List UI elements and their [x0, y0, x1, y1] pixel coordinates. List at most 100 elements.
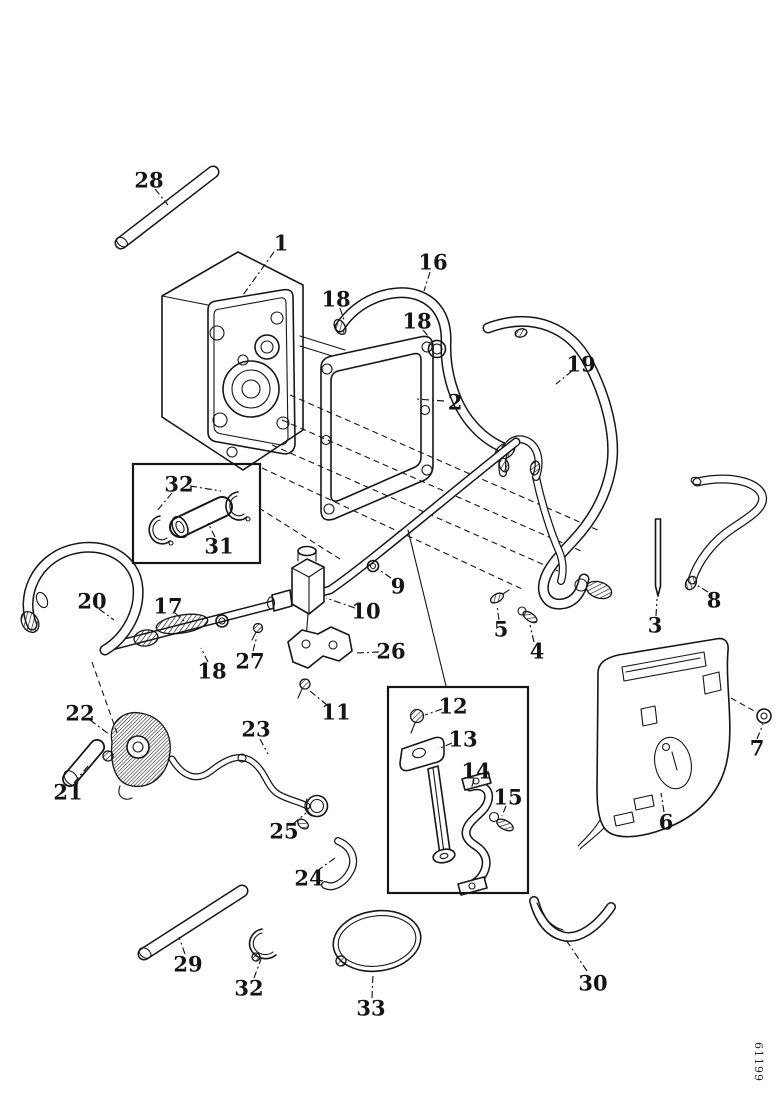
hose-19-art — [482, 316, 619, 610]
leader-line-2 — [415, 398, 445, 402]
callout-10: 10 — [351, 599, 380, 624]
hose-16-art — [333, 287, 510, 454]
leader-line-33 — [371, 973, 374, 999]
callout-9: 9 — [391, 574, 406, 599]
valve-art — [266, 545, 325, 641]
leader-line-26 — [355, 651, 380, 654]
leader-line-31 — [207, 522, 216, 538]
leader-line-18 — [200, 647, 209, 663]
inset-2-pointer-line — [407, 529, 447, 687]
leader-line-8 — [694, 583, 709, 593]
callout-26: 26 — [376, 639, 405, 664]
callout-5: 5 — [494, 617, 509, 642]
inset-boxes — [131, 462, 530, 895]
callout-17: 17 — [153, 594, 182, 619]
callout-12: 12 — [438, 694, 467, 719]
leader-line-10 — [325, 597, 356, 609]
callout-3: 3 — [648, 613, 663, 638]
tube-29-art — [137, 884, 249, 961]
callout-2: 2 — [448, 390, 463, 415]
leader-line-11 — [309, 690, 328, 706]
leader-line-32 — [155, 492, 173, 513]
leader-line-22 — [89, 719, 111, 736]
leader-line-17 — [174, 612, 186, 623]
leader-line-32 — [253, 958, 262, 979]
inset-12-15 — [386, 685, 530, 895]
leader-line-4 — [529, 624, 535, 643]
pump-assembly-art — [161, 251, 346, 471]
leader-line-15 — [501, 805, 507, 817]
leader-line-9 — [377, 568, 392, 579]
leader-line-13 — [437, 742, 453, 750]
leader-line-18 — [422, 329, 434, 343]
callout-20: 20 — [77, 589, 106, 614]
inset-31-32 — [131, 462, 262, 565]
callout-23: 23 — [241, 717, 270, 742]
callout-15: 15 — [493, 785, 522, 810]
hose-8-art — [684, 474, 768, 591]
callout-4: 4 — [530, 639, 545, 664]
inset-12-15-art — [399, 708, 514, 896]
leader-line-1 — [242, 251, 275, 296]
callout-22: 22 — [65, 701, 94, 726]
callout-14: 14 — [461, 759, 490, 784]
leader-line-14 — [470, 779, 475, 790]
clip-32-art — [248, 928, 277, 962]
leader-line-5 — [496, 604, 500, 621]
callout-29: 29 — [173, 952, 202, 977]
callout-27: 27 — [235, 649, 264, 674]
callout-18: 18 — [402, 309, 431, 334]
pin-3-art — [654, 518, 662, 597]
callout-32: 32 — [234, 976, 263, 1001]
leader-line-23 — [259, 738, 269, 755]
diagram-art — [20, 165, 772, 973]
pump-22-art — [102, 711, 171, 800]
callout-32: 32 — [164, 472, 193, 497]
callout-1: 1 — [274, 231, 289, 256]
hose-24-art — [321, 837, 358, 891]
leader-line-21 — [73, 765, 89, 784]
tube-21-art — [62, 739, 105, 787]
bolt-4-art — [517, 606, 538, 624]
callout-13: 13 — [448, 727, 477, 752]
callout-8: 8 — [707, 588, 722, 613]
callout-18: 18 — [321, 287, 350, 312]
leader-line-30 — [565, 939, 588, 972]
cover-6-art — [577, 637, 772, 850]
callout-21: 21 — [53, 780, 82, 805]
leader-line-25 — [292, 812, 307, 825]
leader-line-12 — [424, 708, 443, 716]
leader-line-24 — [316, 857, 336, 872]
callout-6: 6 — [659, 810, 674, 835]
screw-5-art — [489, 589, 510, 604]
leader-line-19 — [555, 370, 573, 385]
inset-31-32-art — [148, 491, 251, 546]
main-tube-art — [107, 437, 521, 651]
hose-30-art — [529, 896, 616, 942]
callout-30: 30 — [578, 971, 607, 996]
callout-16: 16 — [418, 250, 447, 275]
callout-7: 7 — [750, 736, 765, 761]
leader-line-27 — [252, 635, 258, 652]
bracket-26-art — [287, 626, 353, 699]
leader-line-16 — [423, 271, 431, 292]
callout-28: 28 — [134, 168, 163, 193]
alignment-dashed-lines — [91, 394, 601, 734]
leader-line-20 — [98, 608, 115, 621]
leader-line-28 — [154, 188, 169, 206]
ring-33-art — [332, 909, 422, 973]
callout-31: 31 — [204, 534, 233, 559]
leader-line-32 — [189, 485, 222, 492]
callout-33: 33 — [356, 996, 385, 1021]
callout-24: 24 — [294, 866, 323, 891]
callout-11: 11 — [321, 700, 350, 725]
leader-line-29 — [178, 936, 186, 955]
gasket-art — [320, 335, 434, 521]
callout-19: 19 — [566, 352, 595, 377]
callout-25: 25 — [269, 819, 298, 844]
tube-28-art — [114, 165, 220, 250]
line-23-art — [168, 753, 311, 810]
hose-20-art — [20, 541, 144, 656]
